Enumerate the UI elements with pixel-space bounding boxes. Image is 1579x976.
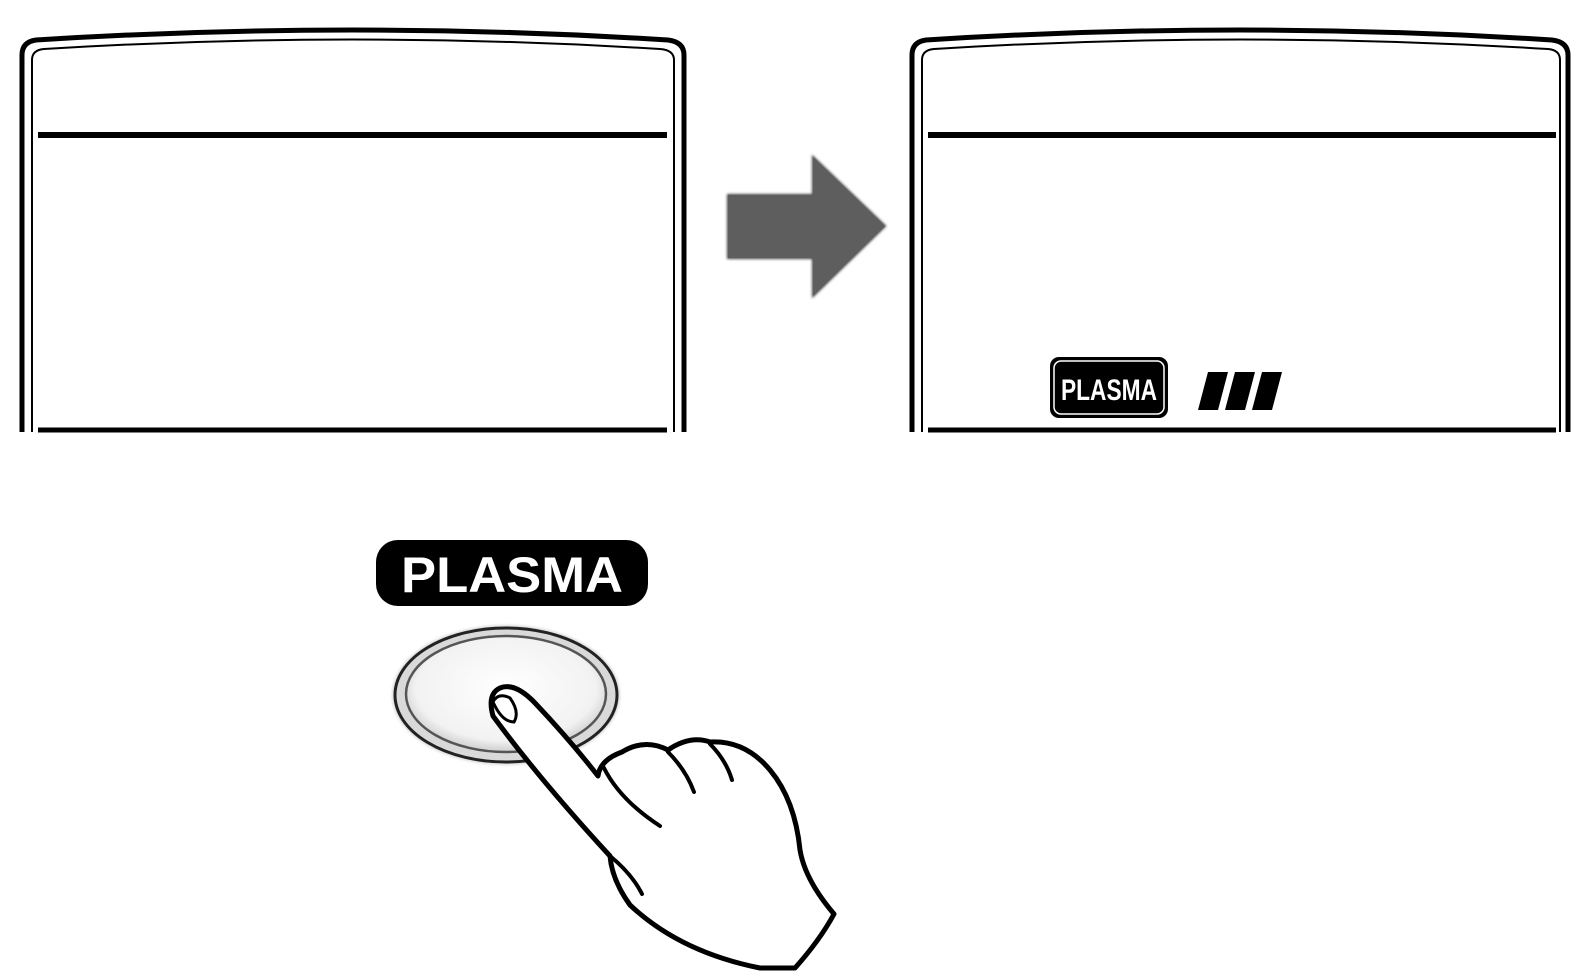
level-bar	[1252, 372, 1282, 410]
level-bar	[1198, 372, 1228, 410]
plasma-level-bars	[1198, 372, 1282, 410]
before-panel-bevel	[32, 40, 674, 433]
hand-outline	[491, 687, 834, 968]
arrow-right-icon	[728, 157, 885, 296]
plasma-indicator-label: PLASMA	[1061, 374, 1157, 407]
before-display-panel	[22, 30, 684, 432]
after-panel-housing	[912, 30, 1568, 432]
plasma-indicator-badge: PLASMA	[1050, 357, 1168, 418]
plasma-button-label: PLASMA	[401, 547, 623, 603]
before-panel-housing	[22, 30, 684, 432]
plasma-button-label-pill: PLASMA	[376, 540, 648, 606]
level-bar	[1225, 372, 1255, 410]
after-display-panel: PLASMA	[912, 30, 1568, 432]
pointing-hand-icon	[491, 687, 834, 968]
